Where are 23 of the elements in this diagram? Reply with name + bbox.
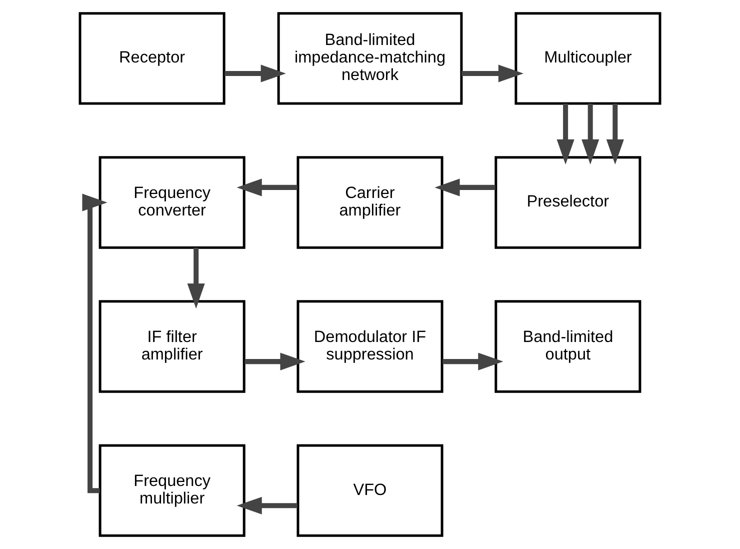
arrow	[187, 248, 205, 309]
node-box: Preselector	[494, 156, 642, 249]
node-box: Multicoupler	[514, 12, 662, 105]
node-box: Band-limited output	[494, 300, 642, 393]
arrow	[582, 104, 600, 165]
arrow	[434, 178, 496, 196]
arrow	[606, 104, 624, 165]
node-box: VFO	[296, 444, 444, 537]
node-box: Demodulator IF suppression	[296, 300, 444, 393]
node-box: Frequency converter	[98, 156, 246, 249]
node-box: Frequency multiplier	[98, 444, 246, 537]
arrow	[462, 64, 524, 82]
arrow	[442, 352, 504, 370]
node-box: Carrier amplifier	[296, 156, 444, 249]
arrow	[236, 178, 298, 196]
arrow	[236, 496, 298, 514]
arrow	[224, 64, 286, 82]
arrow	[82, 194, 108, 494]
node-box: Receptor	[78, 12, 226, 105]
arrow	[556, 104, 574, 165]
arrow	[244, 352, 306, 370]
node-box: IF filter amplifier	[98, 300, 246, 393]
node-box: Band-limited impedance-matching network	[277, 12, 463, 105]
